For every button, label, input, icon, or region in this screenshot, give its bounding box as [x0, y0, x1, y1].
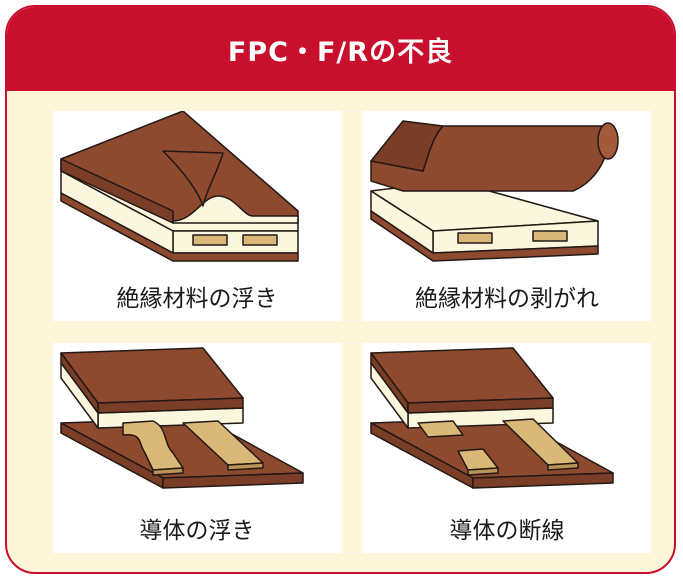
diagram-frame: FPC・F/Rの不良 絶縁材料の浮き: [5, 5, 676, 574]
illustration-insulation-peeling: [370, 120, 619, 262]
page-title: FPC・F/Rの不良: [227, 36, 454, 68]
panel-insulation-lifting: 絶縁材料の浮き: [53, 111, 341, 321]
title-bar: [7, 7, 674, 91]
illustration-conductor-break: [370, 347, 614, 489]
caption-insulation-lifting: 絶縁材料の浮き: [116, 286, 278, 312]
panel-conductor-break: 導体の断線: [363, 343, 651, 553]
illustration-insulation-lifting: [60, 111, 299, 262]
caption-conductor-break: 導体の断線: [449, 518, 565, 544]
illustration-conductor-lifting: [60, 347, 304, 489]
panel-insulation-peeling: 絶縁材料の剥がれ: [363, 111, 651, 321]
caption-insulation-peeling: 絶縁材料の剥がれ: [415, 286, 599, 312]
caption-conductor-lifting: 導体の浮き: [139, 518, 255, 544]
panel-conductor-lifting: 導体の浮き: [53, 343, 341, 553]
